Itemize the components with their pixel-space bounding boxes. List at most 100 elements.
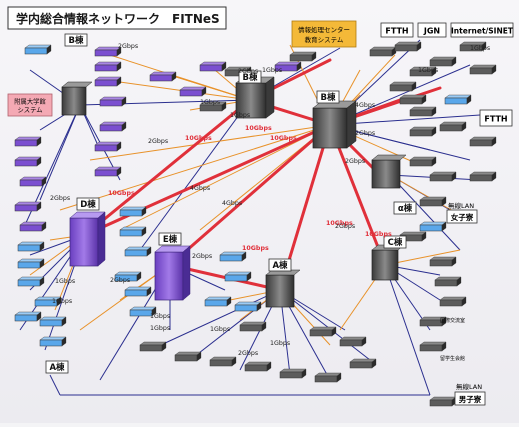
speed-label: 2Gbps [335, 223, 355, 230]
edge-switch [389, 81, 417, 92]
speed-label: 1Gbps [52, 298, 72, 305]
edge-switch [19, 176, 47, 187]
edge-switch [429, 171, 457, 182]
ftth-right-label: FTTH [484, 115, 507, 124]
external-links: FTTH JGN Internet/SINET FTTH [380, 22, 514, 127]
building-label-b-2: B棟 [316, 90, 340, 104]
edge-switch [429, 396, 457, 407]
speed-label: 1Gbps [150, 313, 170, 320]
edge-switch [469, 64, 497, 75]
tower-e [154, 245, 191, 301]
edge-switch [409, 156, 437, 167]
info-center-label: 情報処理センター 教育システム [291, 20, 357, 48]
tower-d [69, 211, 106, 267]
edge-switch [244, 361, 272, 372]
building-label-a: A棟 [268, 258, 292, 272]
edge-switch [17, 241, 45, 252]
speed-label: 10Gbps [108, 190, 135, 197]
edge-switch [39, 316, 67, 327]
edge-switch [439, 121, 467, 132]
edge-switch [349, 358, 377, 369]
edge-switch [94, 61, 122, 72]
edge-switch [174, 351, 202, 362]
edge-switch [314, 372, 342, 383]
svg-text:D棟: D棟 [80, 199, 96, 210]
speed-label: 1Gbps [262, 67, 282, 74]
internet-sinet-label: Internet/SINET [451, 27, 514, 36]
edge-switch [429, 56, 457, 67]
edge-switch [94, 46, 122, 57]
speed-label: 1Gbps [55, 278, 75, 285]
edge-switch [199, 61, 227, 72]
speed-label: 1Gbps [210, 326, 230, 333]
edge-switch [219, 251, 247, 262]
edge-switch [94, 166, 122, 177]
edge-switch [409, 66, 437, 77]
device-layer [14, 41, 497, 407]
danshiryo-label: 男子寮 [459, 394, 482, 404]
speed-label: 2Gbps [118, 43, 138, 50]
edge-switch [469, 171, 497, 182]
edge-switch [39, 336, 67, 347]
edge-switch [17, 276, 45, 287]
core-layer [61, 76, 407, 308]
svg-text:C棟: C棟 [388, 237, 403, 248]
edge-switch [289, 51, 317, 62]
edge-switch [409, 126, 437, 137]
edge-switch [279, 368, 307, 379]
edge-switch [459, 41, 487, 52]
building-label-e: E棟 [158, 232, 182, 246]
edge-switch [409, 106, 437, 117]
svg-text:E棟: E棟 [163, 234, 178, 245]
speed-label: 4Gbps [355, 102, 375, 109]
svg-text:B棟: B棟 [321, 92, 336, 103]
speed-label: 2Gbps [238, 350, 258, 357]
edge-switch [274, 61, 302, 72]
svg-text:B棟: B棟 [243, 72, 258, 83]
building-label-b-1: B棟 [238, 70, 262, 84]
edge-switch [129, 306, 157, 317]
edge-switch [139, 341, 167, 352]
edge-switch [119, 206, 147, 217]
edge-switch [209, 356, 237, 367]
ftth-top-label: FTTH [385, 27, 408, 36]
system-label-line1: 附属大学館 [14, 97, 45, 106]
edge-switch [94, 76, 122, 87]
edge-switch [394, 41, 422, 52]
speed-label: 10Gbps [326, 220, 353, 227]
wireless-joshi-label: 無線LAN [448, 201, 474, 210]
edge-switch [419, 341, 447, 352]
speed-label: 1Gbps [470, 45, 490, 52]
edge-switch [439, 296, 467, 307]
edge-switch [434, 276, 462, 287]
info-center-line1: 情報処理センター [298, 25, 350, 34]
edge-switch [14, 156, 42, 167]
edge-switch [419, 196, 447, 207]
svg-text:A棟: A棟 [272, 260, 288, 271]
edge-switch [469, 136, 497, 147]
edge-switch [369, 46, 397, 57]
edge-switch [224, 271, 252, 282]
speed-label: 1Gbps [230, 112, 250, 119]
speed-label: 1Gbps [270, 340, 290, 347]
edge-switch [179, 86, 207, 97]
svg-text:α棟: α棟 [398, 203, 413, 214]
room-labels: 無線LAN 女子寮 無線LAN 男子寮 国際交流室 留学生会館 [440, 201, 486, 406]
edge-switch [14, 136, 42, 147]
building-label-alpha: α棟 [393, 201, 417, 215]
core-switch-honbu [371, 154, 407, 189]
speed-label: 1Gbps [418, 67, 438, 74]
speed-label: 10Gbps [365, 231, 392, 238]
info-center-line2: 教育システム [305, 35, 344, 44]
joshiryo-label: 女子寮 [451, 212, 474, 222]
edge-switch [94, 141, 122, 152]
edge-switch [339, 336, 367, 347]
core-switch-main [312, 100, 357, 149]
edge-switch [204, 296, 232, 307]
jgn-label: JGN [423, 27, 440, 36]
speed-label: 2Gbps [355, 130, 375, 137]
speed-label: 2Gbps [50, 195, 70, 202]
edge-switch [399, 94, 427, 105]
speed-label-layer: 10Gbps10Gbps10Gbps10Gbps10Gbps10Gbps10Gb… [50, 43, 490, 357]
